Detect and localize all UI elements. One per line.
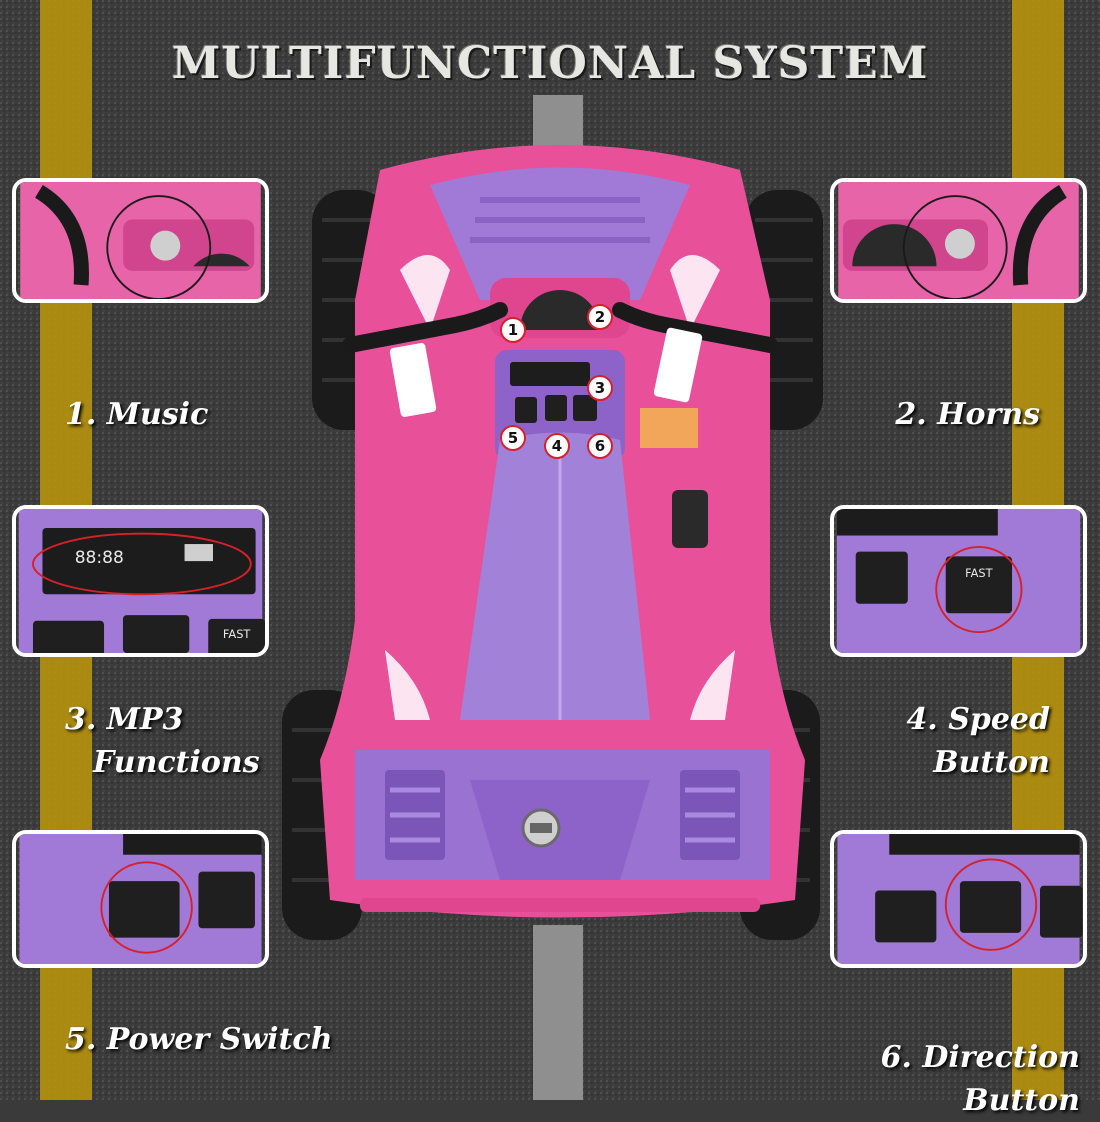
decal-left — [389, 343, 437, 417]
mp3-detail-image: 88:88 FAST — [18, 509, 265, 653]
page-title: MULTIFUNCTIONAL SYSTEM — [171, 38, 929, 89]
label-horns: 2. Horns — [840, 393, 1040, 436]
mp3-callout-ellipse — [32, 532, 252, 596]
music-callout-circle — [106, 195, 212, 299]
rear-tow-bar — [360, 898, 760, 912]
svg-text:1: 1 — [508, 321, 518, 339]
warning-sticker — [640, 408, 698, 448]
switch-right — [573, 395, 597, 421]
mp3-module — [510, 362, 590, 386]
label-direction: 6. Direction Button — [820, 1036, 1080, 1122]
svg-text:2: 2 — [595, 308, 605, 326]
horns-callout-circle — [902, 195, 1008, 299]
label-mp3-line2: Functions — [93, 745, 260, 780]
power-detail-image — [19, 834, 262, 964]
handlebar — [342, 302, 778, 353]
rear-right-fender-accent — [690, 650, 735, 720]
svg-text:88:88: 88:88 — [75, 548, 124, 568]
direction-detail-image — [837, 834, 1083, 964]
callout-5: 5 — [500, 425, 526, 451]
svg-text:5: 5 — [508, 429, 518, 447]
speed-detail-image: FAST — [836, 509, 1081, 653]
callout-1: 1 — [500, 317, 526, 343]
front-left-fender-accent — [400, 255, 450, 330]
horns-detail-image — [838, 182, 1079, 299]
label-power-line1: 5. Power Switch — [65, 1022, 333, 1057]
battery-cover — [672, 490, 708, 548]
decal-right — [653, 327, 703, 403]
music-detail-image — [20, 182, 261, 299]
svg-text:3: 3 — [595, 379, 605, 397]
svg-text:6: 6 — [595, 437, 605, 455]
callout-4: 4 — [544, 433, 570, 459]
svg-text:FAST: FAST — [965, 566, 992, 580]
callout-2: 2 — [587, 304, 613, 330]
callout-6: 6 — [587, 433, 613, 459]
rear-left-fender-accent — [385, 650, 430, 720]
label-direction-line1: 6. Direction — [880, 1040, 1080, 1075]
label-mp3: 3. MP3 Functions — [65, 698, 295, 784]
label-mp3-line1: 3. MP3 — [65, 702, 184, 737]
svg-text:4: 4 — [552, 437, 562, 455]
speed-callout-circle — [935, 545, 1023, 634]
atv-vehicle: 1 2 3 4 5 6 — [282, 145, 823, 940]
svg-text:FAST: FAST — [223, 627, 250, 641]
detail-panel-speed: FAST — [830, 505, 1087, 657]
detail-panel-music — [12, 178, 269, 303]
speedometer — [520, 290, 600, 330]
label-music-line1: 1. Music — [65, 397, 209, 432]
seat — [460, 432, 650, 720]
label-music: 1. Music — [65, 393, 265, 436]
power-callout-circle — [100, 861, 193, 954]
detail-panel-power — [12, 830, 269, 968]
label-horns-line1: 2. Horns — [895, 397, 1040, 432]
switch-left — [515, 397, 537, 423]
center-line-bottom — [533, 925, 583, 1100]
front-right-fender-accent — [670, 255, 720, 330]
direction-callout-circle — [944, 858, 1038, 951]
label-speed-line1: 4. Speed — [906, 702, 1050, 737]
label-speed: 4. Speed Button — [820, 698, 1050, 784]
callout-3: 3 — [587, 375, 613, 401]
detail-panel-direction — [830, 830, 1087, 968]
label-power: 5. Power Switch — [65, 1018, 365, 1061]
switch-middle — [545, 395, 567, 421]
detail-panel-horns — [830, 178, 1087, 303]
label-direction-line2: Button — [963, 1083, 1080, 1118]
label-speed-line2: Button — [933, 745, 1050, 780]
detail-panel-mp3: 88:88 FAST — [12, 505, 269, 657]
